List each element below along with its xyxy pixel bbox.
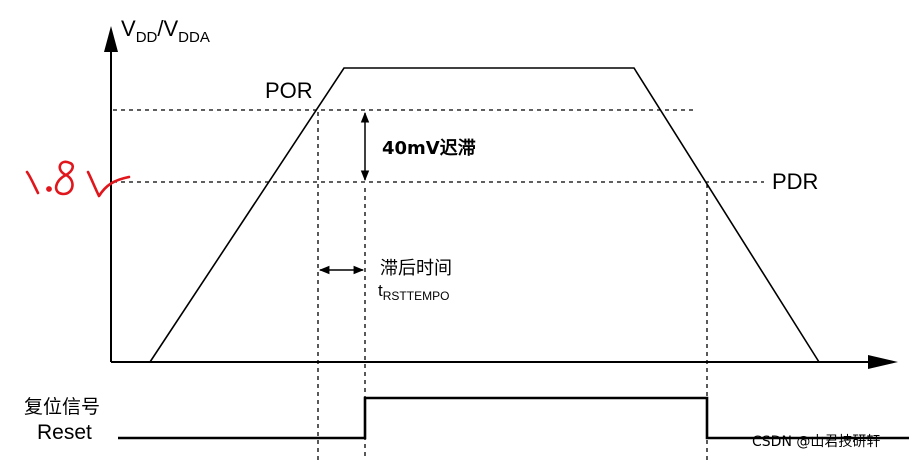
reset-signal-waveform	[118, 396, 909, 440]
y-axis-arrowhead	[104, 26, 118, 52]
x-axis-arrowhead	[868, 355, 898, 369]
pdr-label: PDR	[772, 169, 818, 194]
axes	[104, 26, 898, 369]
por-label: POR	[265, 78, 313, 103]
delay-label: 滞后时间	[380, 258, 452, 279]
threshold-lines	[113, 109, 764, 183]
reset-label-cn: 复位信号	[24, 396, 100, 418]
reset-label-en: Reset	[37, 421, 92, 444]
hysteresis-label: 40mV迟滞	[382, 138, 476, 159]
watermark: CSDN @山君技研轩	[752, 434, 880, 450]
handwritten-digit-8	[54, 160, 75, 196]
handwritten-letter-v	[86, 170, 131, 198]
t-rsttempo-label: tRSTTEMPO	[378, 281, 449, 303]
supply-voltage-curve	[149, 67, 820, 363]
time-markers	[317, 112, 708, 460]
handwritten-dot	[46, 186, 52, 192]
handwritten-digit-1	[25, 170, 40, 195]
handwritten-note-1p8v	[25, 160, 131, 198]
y-axis-label: VDD/VDDA	[121, 16, 210, 46]
